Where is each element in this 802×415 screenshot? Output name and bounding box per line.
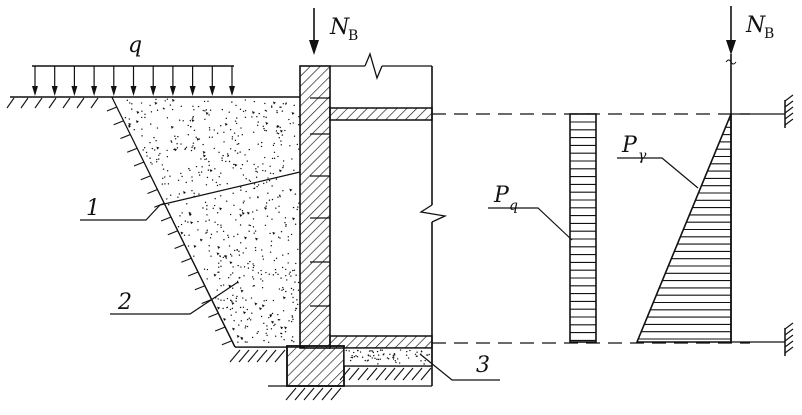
pressure-q-subscript: q <box>509 198 518 214</box>
base-slab-stipple <box>345 349 430 365</box>
pressure-diagram-gamma <box>635 113 732 343</box>
pressure-diagram-q <box>569 113 597 343</box>
callout-2 <box>110 281 239 315</box>
force-left-label: N <box>329 15 350 40</box>
top-slab-break <box>330 52 432 80</box>
callout-3-label: 3 <box>476 353 490 378</box>
footing <box>286 345 345 387</box>
pressure-gamma-subscript: γ <box>638 148 647 164</box>
callout-1-label: 1 <box>86 196 100 221</box>
load-q-label: q <box>128 33 142 58</box>
backfill-soil <box>113 98 300 347</box>
backfill-stipple <box>124 98 300 343</box>
pressure-gamma-label: P <box>621 133 638 158</box>
ground-surface-ticks <box>6 97 99 109</box>
pressure-q-label: P <box>493 183 510 208</box>
force-right-subscript: B <box>764 26 774 42</box>
pressure-q-leader <box>488 207 573 241</box>
force-left-subscript: B <box>348 28 358 44</box>
force-arrow-right <box>725 6 737 65</box>
pressure-gamma-leader <box>617 157 699 189</box>
wall-courses <box>310 97 330 307</box>
force-right-label: N <box>745 13 766 38</box>
upper-floor-slab <box>329 107 433 121</box>
callout-1 <box>80 171 301 221</box>
callout-3 <box>419 353 500 381</box>
uniform-load <box>32 65 235 96</box>
callout-2-label: 2 <box>117 290 132 315</box>
retaining-wall <box>299 65 331 349</box>
lower-floor-slab <box>329 335 433 349</box>
force-arrow-left <box>309 8 319 55</box>
inner-column-line <box>419 66 448 386</box>
right-axis <box>730 54 794 356</box>
